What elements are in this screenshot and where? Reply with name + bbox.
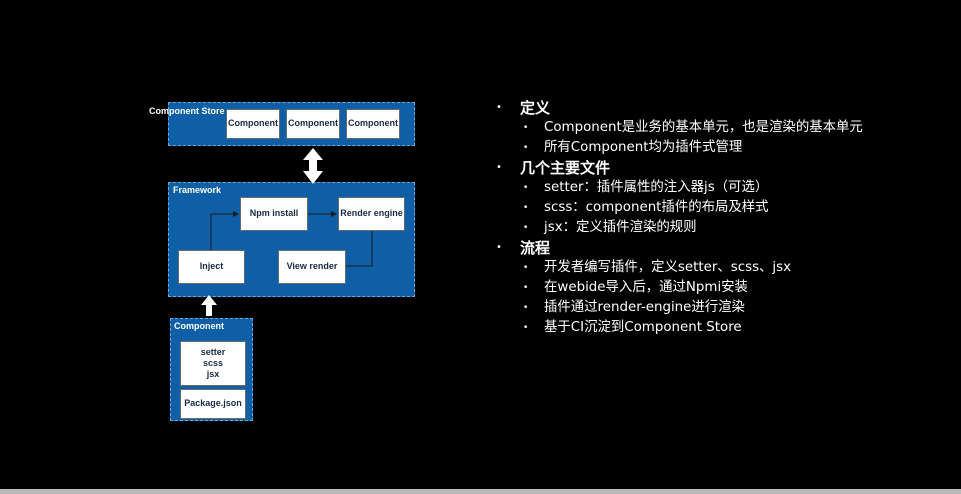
bullet-heading: 几个主要文件	[496, 158, 874, 178]
bullet-heading: 定义	[496, 98, 874, 118]
bullet-item: 插件通过render-engine进行渲染	[496, 298, 874, 318]
up-arrow-icon	[201, 295, 217, 316]
bullet-item: Component是业务的基本单元，也是渲染的基本单元	[496, 118, 874, 138]
npm-install-box: Npm install	[240, 197, 308, 231]
view-render-box: View render	[278, 250, 346, 284]
bullet-item: scss：component插件的布局及样式	[496, 198, 874, 218]
bullet-item: 在webide导入后，通过Npmi安装	[496, 278, 874, 298]
render-to-view-connector	[346, 231, 373, 267]
store-component-box: Component	[286, 109, 340, 139]
render-engine-box: Render engine	[338, 197, 405, 231]
bullet-list: 定义 Component是业务的基本单元，也是渲染的基本单元 所有Compone…	[496, 98, 874, 338]
component-title: Component	[174, 321, 224, 331]
component-store-title: Component Store	[149, 106, 225, 116]
bullet-item: 所有Component均为插件式管理	[496, 138, 874, 158]
bullet-item: 开发者编写插件，定义setter、scss、jsx	[496, 258, 874, 278]
inject-to-npm-connector	[210, 211, 239, 250]
store-component-box: Component	[346, 109, 400, 139]
section-process: 流程 开发者编写插件，定义setter、scss、jsx 在webide导入后，…	[496, 238, 874, 338]
inject-box: Inject	[178, 250, 245, 284]
section-files: 几个主要文件 setter：插件属性的注入器js（可选） scss：compon…	[496, 158, 874, 238]
double-arrow-icon	[303, 148, 323, 184]
framework-title: Framework	[173, 185, 222, 195]
bullet-item: setter：插件属性的注入器js（可选）	[496, 178, 874, 198]
bullet-item: 基于CI沉淀到Component Store	[496, 318, 874, 338]
bullet-item: jsx：定义插件渲染的规则	[496, 218, 874, 238]
package-json-box: Package.json	[180, 389, 246, 419]
component-files-box: setter scss jsx	[180, 341, 246, 386]
bullet-heading: 流程	[496, 238, 874, 258]
section-definition: 定义 Component是业务的基本单元，也是渲染的基本单元 所有Compone…	[496, 98, 874, 158]
store-component-box: Component	[226, 109, 280, 139]
bottom-scrollbar	[0, 489, 961, 494]
